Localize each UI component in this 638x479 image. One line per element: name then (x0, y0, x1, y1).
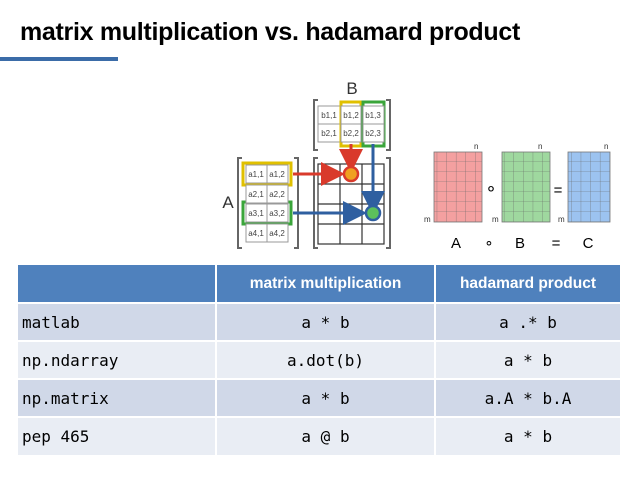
row-mult-syntax: a @ b (216, 416, 436, 455)
hadamard-matrix-c: n m (558, 142, 611, 224)
a-cell: a2,1 (248, 190, 264, 199)
row-mult-syntax: a * b (216, 302, 436, 341)
hadamard-label-a: A (451, 235, 461, 252)
row-language: np.ndarray (18, 340, 217, 379)
hadamard-caption-circle: ∘ (484, 235, 493, 252)
a-cell: a1,2 (269, 170, 285, 179)
b-cell: b1,3 (365, 111, 381, 120)
matrix-a-label: A (222, 193, 234, 212)
row-hadamard-syntax: a * b (435, 340, 620, 379)
dim-m-label: m (492, 215, 499, 224)
hadamard-product-figure: n m ∘ n m = n m A ∘ B = C (424, 142, 611, 252)
hadamard-label-c: C (583, 235, 594, 252)
matrix-a-cells: a1,1 a1,2 a2,1 a2,2 a3,1 a3,2 a4,1 a4,2 (241, 161, 293, 243)
dim-m-label: m (558, 215, 565, 224)
arrows (293, 144, 385, 225)
row-language: matlab (18, 302, 217, 341)
title-underline (0, 57, 118, 61)
table-row: np.matrix a * b a.A * b.A (18, 378, 620, 417)
row-hadamard-syntax: a.A * b.A (435, 378, 620, 417)
hadamard-label-b: B (515, 235, 525, 252)
a-cell: a2,2 (269, 190, 285, 199)
dim-n-label: n (474, 142, 478, 151)
hadamard-matrix-b: n m (492, 142, 551, 224)
row-hadamard-syntax: a .* b (435, 302, 620, 341)
hadamard-equals-operator: = (554, 182, 563, 199)
matrix-multiplication-figure: B b1,1 b1,2 b1,3 b2,1 b2,2 b2,3 A a1,1 a… (222, 79, 391, 249)
hadamard-circle-operator: ∘ (485, 178, 496, 198)
b-cell: b2,1 (321, 129, 337, 138)
row-mult-syntax: a.dot(b) (216, 340, 436, 379)
table-row: np.ndarray a.dot(b) a * b (18, 340, 620, 379)
row-language: np.matrix (18, 378, 217, 417)
page-title: matrix multiplication vs. hadamard produ… (20, 18, 520, 46)
table-row: matlab a * b a .* b (18, 302, 620, 341)
dim-n-label: n (604, 142, 608, 151)
a-cell: a4,1 (248, 229, 264, 238)
a-cell: a3,1 (248, 209, 264, 218)
b-cell: b1,2 (343, 111, 359, 120)
table-header-row: matrix multiplication hadamard product (18, 265, 620, 303)
header-matrix-multiplication: matrix multiplication (216, 265, 436, 303)
row-hadamard-syntax: a * b (435, 416, 620, 455)
a-cell: a4,2 (269, 229, 285, 238)
dim-n-label: n (538, 142, 542, 151)
header-empty (18, 265, 217, 303)
b-cell: b2,2 (343, 129, 359, 138)
hadamard-matrix-a: n m (424, 142, 483, 224)
header-hadamard-product: hadamard product (435, 265, 620, 303)
row-mult-syntax: a * b (216, 378, 436, 417)
hadamard-caption-equals: = (552, 235, 561, 252)
b-cell: b2,3 (365, 129, 381, 138)
comparison-table: matrix multiplication hadamard product m… (18, 265, 620, 455)
table-row: pep 465 a @ b a * b (18, 416, 620, 455)
b-cell: b1,1 (321, 111, 337, 120)
a-cell: a1,1 (248, 170, 264, 179)
dim-m-label: m (424, 215, 431, 224)
matrix-b-label: B (346, 79, 357, 98)
matrix-b-cells: b1,1 b1,2 b1,3 b2,1 b2,2 b2,3 (317, 100, 386, 148)
a-cell: a3,2 (269, 209, 285, 218)
row-language: pep 465 (18, 416, 217, 455)
